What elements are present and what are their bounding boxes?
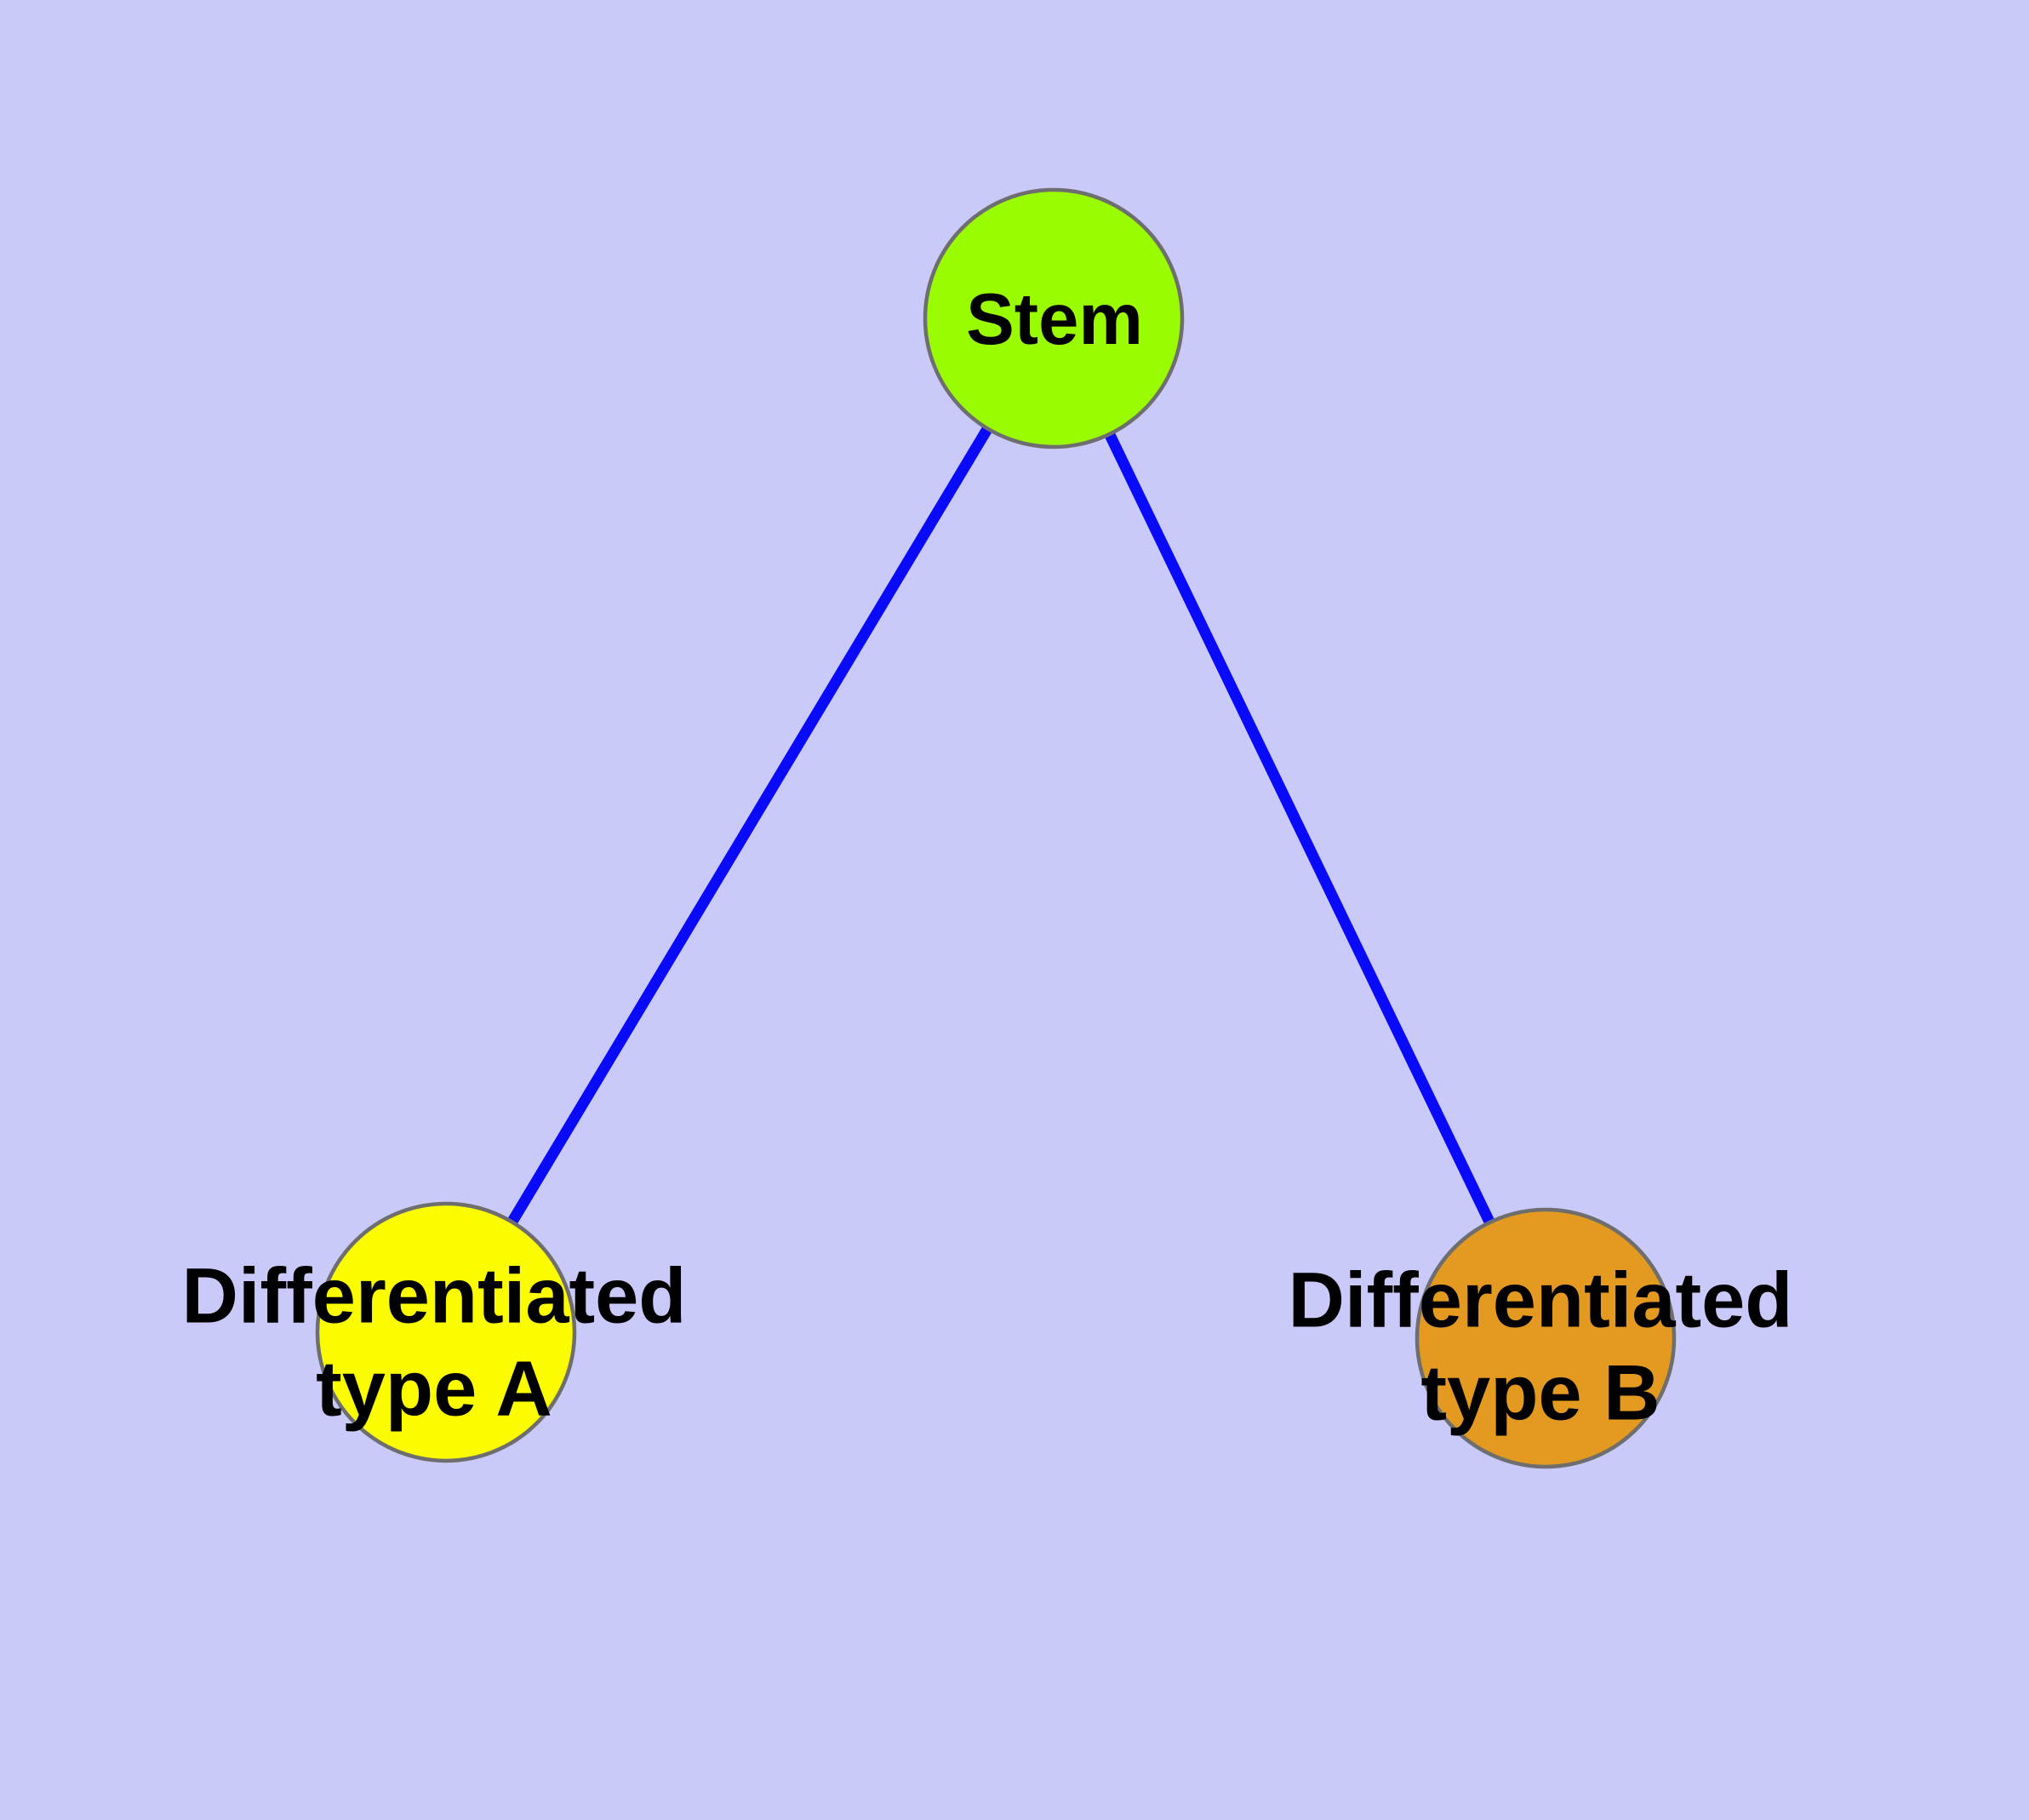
node-type-a-circle bbox=[315, 1201, 577, 1463]
node-type-b-circle bbox=[1415, 1207, 1677, 1469]
node-type-b-label-line2: type B bbox=[1420, 1349, 1660, 1436]
edge-stem-to-type-a bbox=[441, 315, 1059, 1336]
edge-stem-to-type-b bbox=[1049, 316, 1551, 1341]
node-type-b-label: Differentiated type B bbox=[1289, 1254, 1793, 1439]
node-type-a-label-line2: type A bbox=[316, 1345, 552, 1432]
node-stem-circle bbox=[923, 187, 1185, 449]
node-stem-label: Stem bbox=[966, 278, 1143, 360]
node-type-a-label-line1: Differentiated bbox=[181, 1252, 687, 1340]
node-type-b-label-line1: Differentiated bbox=[1288, 1256, 1793, 1344]
node-type-a-label: Differentiated type A bbox=[182, 1250, 687, 1434]
